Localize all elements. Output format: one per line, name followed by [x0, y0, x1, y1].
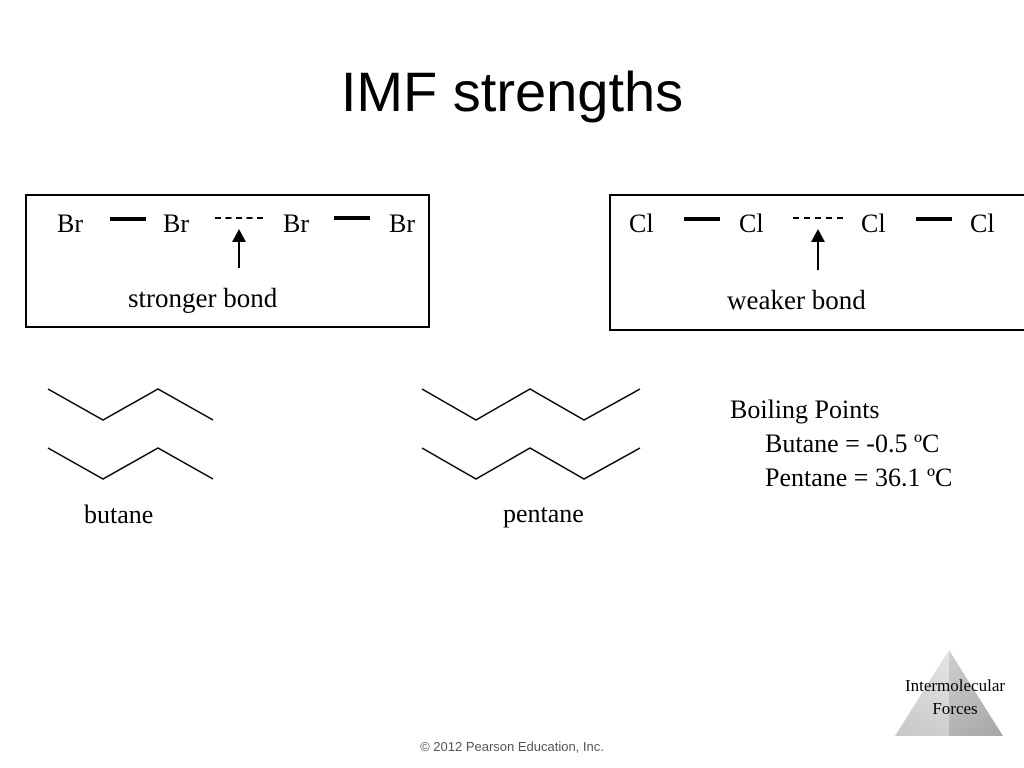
logo-text: Intermolecular Forces: [893, 674, 1017, 720]
weaker-bond-caption: weaker bond: [727, 285, 866, 315]
chlorine-atom-1: Cl: [629, 209, 654, 238]
up-arrow-icon: [811, 229, 825, 270]
butane-boiling-point: Butane = -0.5 ºC: [765, 429, 940, 458]
covalent-bond-4: [916, 217, 952, 221]
pentane-skeleton-top: [421, 388, 641, 421]
bromine-atom-4: Br: [389, 209, 415, 238]
copyright-footer: © 2012 Pearson Education, Inc.: [420, 739, 604, 754]
intermolecular-force-line: [215, 217, 263, 219]
chlorine-atom-2: Cl: [739, 209, 764, 238]
bromine-box: [25, 194, 430, 328]
stronger-bond-caption: stronger bond: [128, 283, 278, 313]
pentane-boiling-point: Pentane = 36.1 ºC: [765, 463, 953, 492]
chlorine-atom-3: Cl: [861, 209, 886, 238]
covalent-bond-1: [110, 217, 146, 221]
logo-text-line-1: Intermolecular: [904, 676, 1006, 695]
bromine-atom-2: Br: [163, 209, 189, 238]
logo-text-line-2: Forces: [932, 699, 978, 718]
chlorine-box: [609, 194, 1024, 331]
chlorine-atom-4: Cl: [970, 209, 995, 238]
pentane-molecules-drawing: [421, 388, 641, 480]
butane-skeleton-top: [47, 388, 214, 421]
covalent-bond-3: [684, 217, 720, 221]
intermolecular-forces-logo: [895, 650, 1003, 736]
covalent-bond-2: [334, 216, 370, 220]
intermolecular-force-line: [793, 217, 843, 219]
slide-title: IMF strengths: [340, 60, 684, 123]
up-arrow-icon: [232, 229, 246, 268]
butane-label: butane: [84, 500, 154, 529]
pentane-skeleton-bottom: [421, 447, 641, 480]
bromine-atom-3: Br: [283, 209, 309, 238]
boiling-points-heading: Boiling Points: [730, 395, 880, 424]
butane-molecules-drawing: [47, 388, 214, 480]
bromine-atom-1: Br: [57, 209, 83, 238]
butane-skeleton-bottom: [47, 447, 214, 480]
pentane-label: pentane: [503, 499, 584, 528]
